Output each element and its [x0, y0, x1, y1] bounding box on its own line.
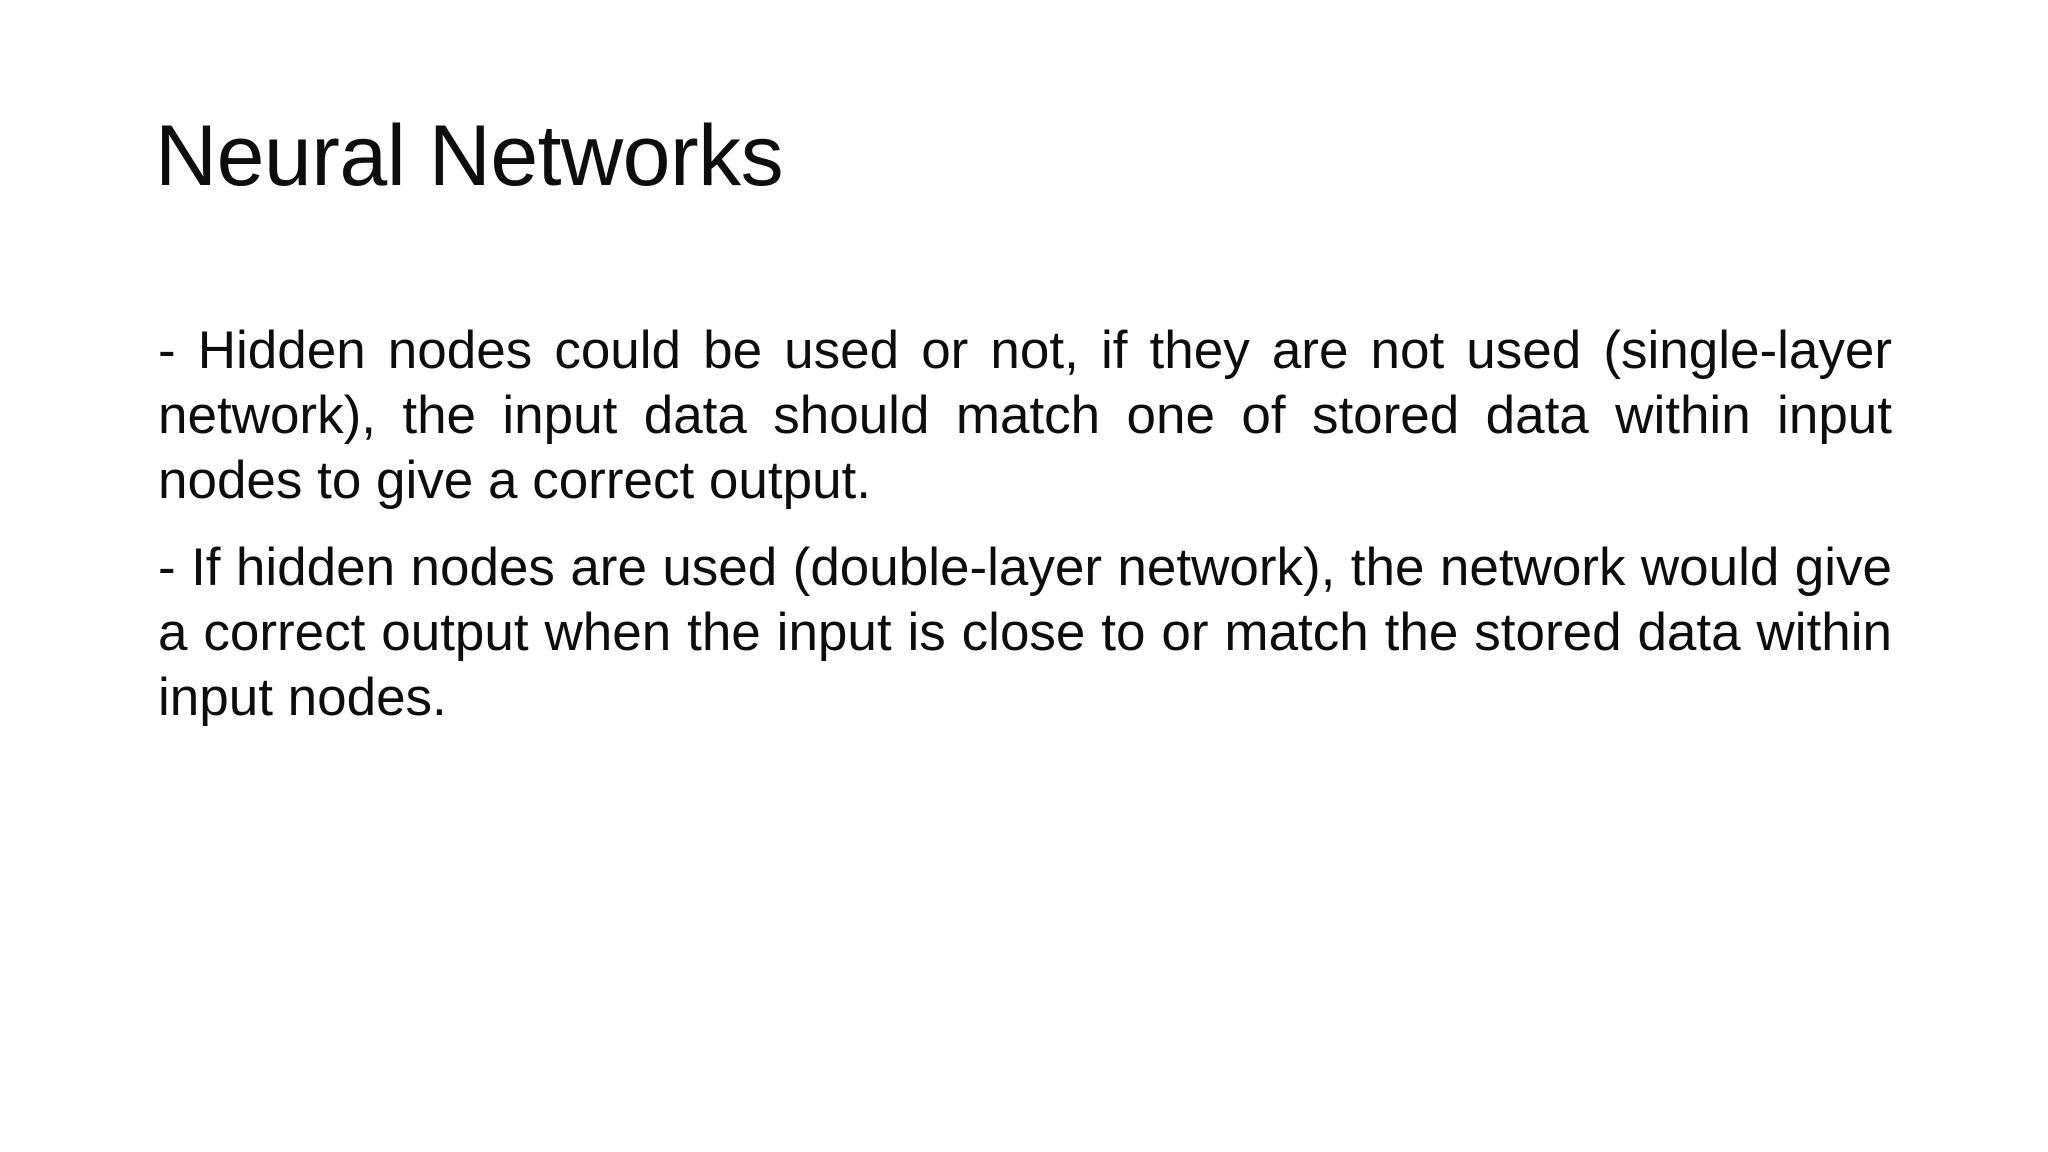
body-paragraph-1: - Hidden nodes could be used or not, if …: [158, 321, 1892, 510]
slide-body: - Hidden nodes could be used or not, if …: [158, 318, 1892, 730]
page-title: Neural Networks: [155, 108, 784, 204]
body-paragraph-2: - If hidden nodes are used (double-layer…: [158, 538, 1892, 727]
